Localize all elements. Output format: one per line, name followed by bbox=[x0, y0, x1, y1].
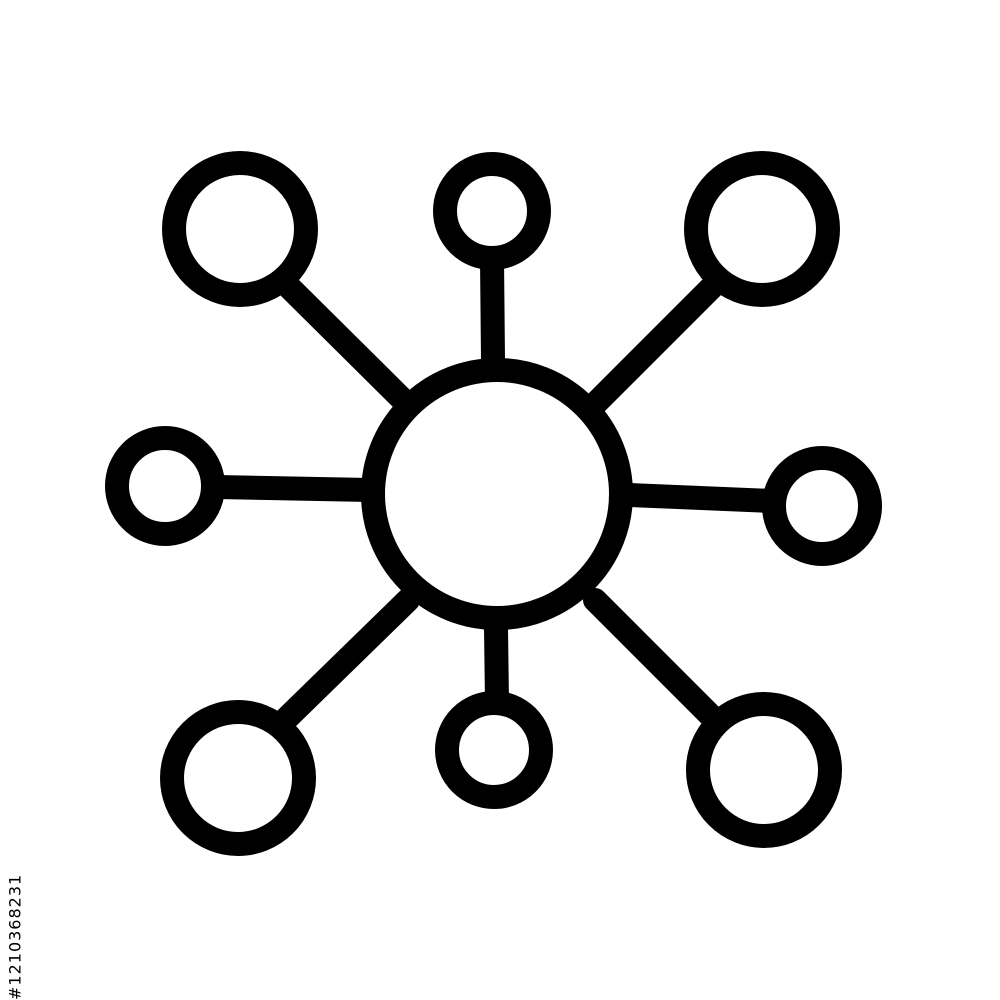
stock-id-watermark: #1210368231 bbox=[5, 873, 25, 1000]
node-right bbox=[762, 446, 882, 566]
node-top-right bbox=[684, 151, 840, 307]
node-bottom bbox=[435, 691, 553, 809]
connector-top-right bbox=[585, 273, 726, 414]
node-top-left bbox=[162, 151, 318, 307]
satellite-nodes bbox=[105, 151, 882, 856]
connector-top bbox=[480, 246, 505, 372]
connector-top-left bbox=[275, 273, 417, 414]
node-left bbox=[105, 426, 225, 546]
node-top bbox=[433, 152, 551, 270]
center-hub-node bbox=[361, 358, 633, 630]
connector-left bbox=[205, 475, 382, 502]
node-bottom-right bbox=[686, 692, 842, 848]
connector-bottom-right bbox=[583, 588, 727, 732]
connector-bottom-left bbox=[273, 588, 420, 732]
connector-lines bbox=[205, 246, 785, 732]
connector-right bbox=[618, 483, 785, 513]
connector-bottom bbox=[484, 616, 509, 715]
node-bottom-left bbox=[160, 700, 316, 856]
